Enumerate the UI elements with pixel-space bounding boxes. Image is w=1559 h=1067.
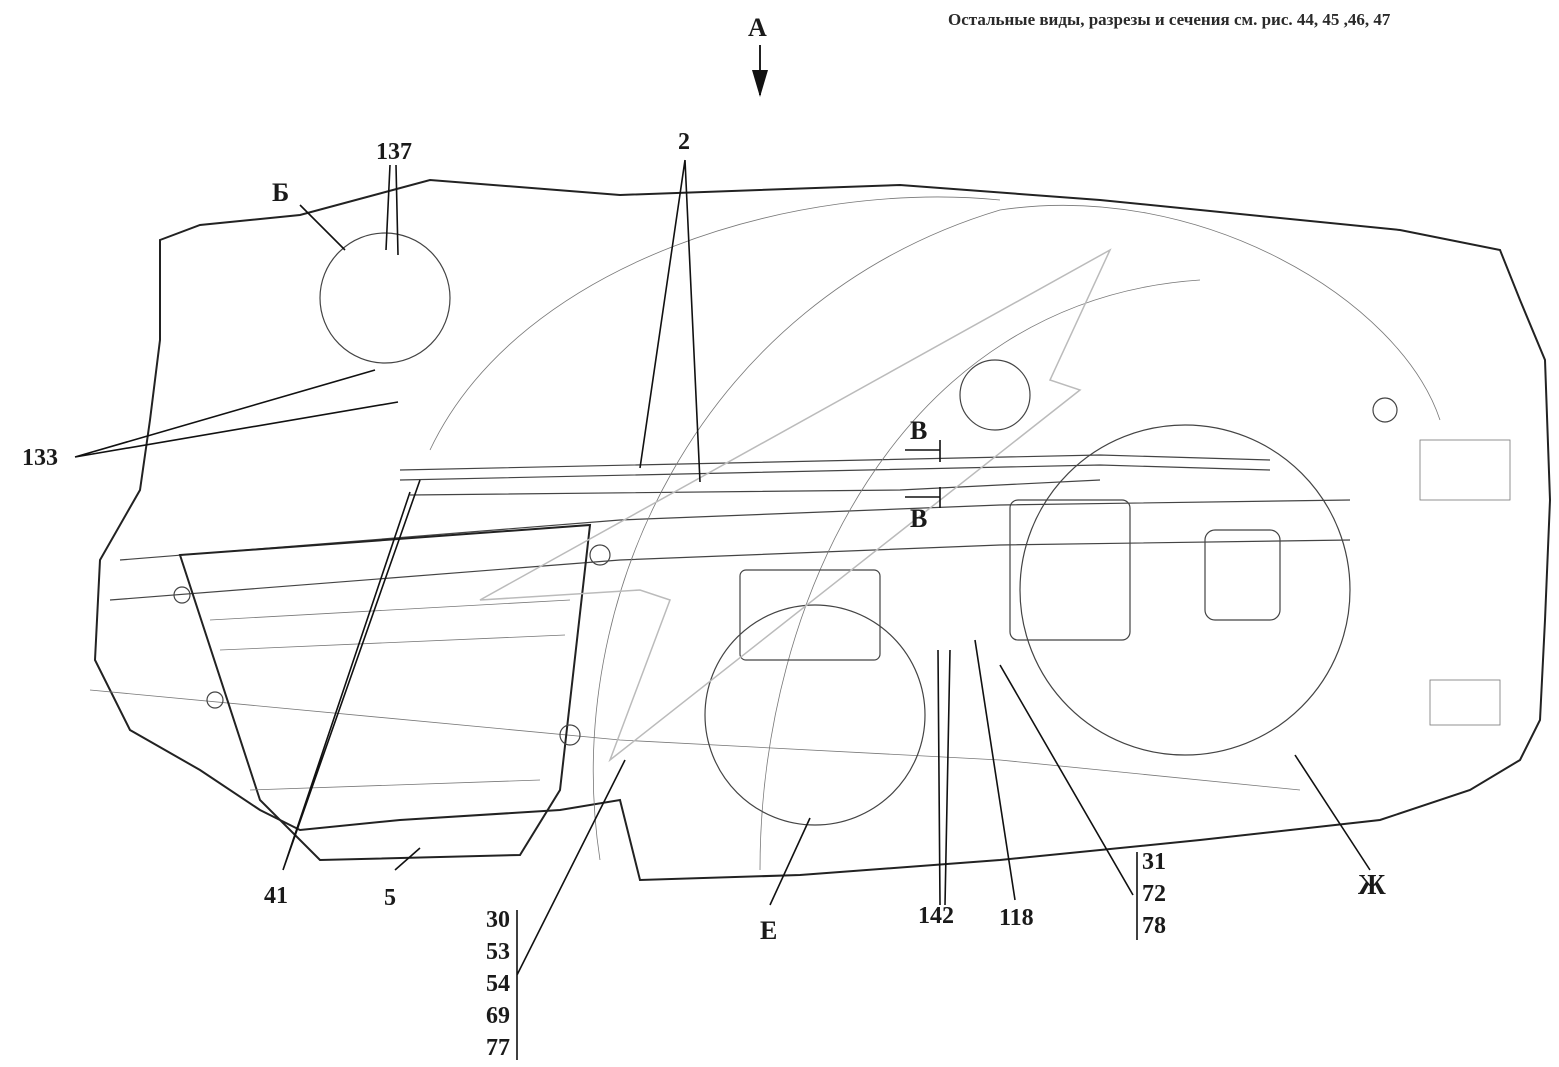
- stack-right-item: 78: [1142, 913, 1166, 939]
- frame-rail-diag: [89, 689, 1301, 791]
- leader-133: [74, 369, 399, 458]
- pipe-bundle-3: [409, 479, 1101, 496]
- frame-rail-upper: [119, 499, 1351, 561]
- leader-137: [385, 164, 399, 256]
- callout-stack-right: 31 72 78: [1142, 846, 1166, 942]
- stack-left-item: 30: [486, 907, 510, 933]
- detail-circle-B: [319, 232, 451, 364]
- pivot-1: [1372, 397, 1398, 423]
- callout-B: Б: [272, 178, 290, 207]
- stack-right-item: 72: [1142, 881, 1166, 907]
- callout-stack-left: 30 53 54 69 77: [486, 904, 510, 1064]
- callout-V-bottom: В: [910, 504, 928, 533]
- stack-left-item: 69: [486, 1003, 510, 1029]
- leader-stack-left: [516, 759, 626, 1060]
- pump-block: [1009, 499, 1131, 641]
- callout-118: 118: [999, 905, 1034, 931]
- pivot-3: [559, 724, 581, 746]
- pipe-bundle-2: [399, 464, 1271, 481]
- wheel-arc-2: [593, 205, 1441, 861]
- cab-box-2: [1429, 679, 1501, 726]
- watermark-shape: [479, 248, 1112, 763]
- leader-B: [299, 204, 346, 251]
- callout-133: 133: [22, 445, 58, 471]
- tank: [178, 523, 592, 862]
- leader-Zh: [1294, 754, 1371, 871]
- stack-left-item: 53: [486, 939, 510, 965]
- leader-118: [974, 639, 1016, 901]
- pivot-5: [173, 586, 191, 604]
- pivot-4: [206, 691, 224, 709]
- wheel-arc-3: [759, 279, 1201, 871]
- pipe-bundle-1: [399, 454, 1271, 471]
- detail-circle-Zh: [1019, 424, 1351, 756]
- leader-41: [282, 479, 421, 871]
- frame-rail-lower: [109, 539, 1351, 601]
- leader-E: [769, 817, 811, 906]
- cab-box-1: [1419, 439, 1511, 501]
- leader-142: [937, 649, 951, 906]
- callout-41: 41: [264, 883, 288, 909]
- callout-Zh: Ж: [1358, 870, 1386, 901]
- valve-block: [739, 569, 881, 661]
- leader-5: [394, 847, 421, 871]
- stack-right-item: 31: [1142, 849, 1166, 875]
- chassis-outline: [93, 178, 1552, 882]
- callout-137: 137: [376, 139, 412, 165]
- disc-valve: [959, 359, 1031, 431]
- callout-5: 5: [384, 885, 396, 911]
- tank-rib-1: [209, 599, 571, 621]
- detail-circle-E: [704, 604, 926, 826]
- tank-rib-3: [249, 779, 541, 791]
- stack-left-item: 54: [486, 971, 510, 997]
- pivot-2: [589, 544, 611, 566]
- leader-2: [639, 159, 701, 483]
- section-arrow-top: [905, 440, 941, 462]
- wheel-arc-1: [429, 196, 1001, 451]
- tank-rib-2: [219, 634, 566, 651]
- leader-stack-right: [999, 664, 1138, 940]
- callout-2: 2: [678, 129, 690, 155]
- reference-note: Остальные виды, разрезы и сечения см. ри…: [948, 10, 1391, 29]
- callout-E: Е: [760, 916, 778, 945]
- section-arrow-bottom: [905, 487, 941, 508]
- callout-V-top: В: [910, 416, 928, 445]
- filter-block: [1204, 529, 1281, 621]
- view-label-A: А: [748, 13, 767, 42]
- callout-142: 142: [918, 903, 954, 929]
- stack-left-item: 77: [486, 1035, 510, 1061]
- view-arrow-A-head: [752, 70, 768, 97]
